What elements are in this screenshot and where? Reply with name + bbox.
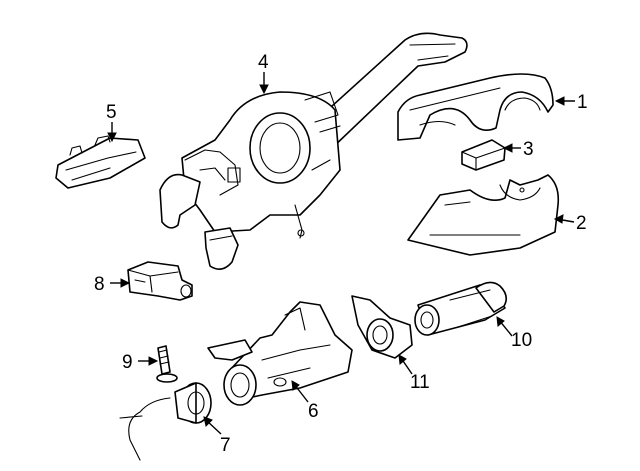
callout-1: 1 xyxy=(577,92,588,113)
part-9-bolt xyxy=(156,345,178,383)
callout-8: 8 xyxy=(94,274,105,295)
part-2-lower-shroud xyxy=(407,174,560,256)
leader-lines xyxy=(107,72,575,435)
part-1-upper-shroud xyxy=(397,73,554,141)
part-6-lock-housing xyxy=(207,301,353,406)
callout-6: 6 xyxy=(308,401,319,422)
callout-7: 7 xyxy=(220,435,231,456)
callout-5: 5 xyxy=(106,102,117,123)
callout-9: 9 xyxy=(122,352,133,373)
callout-10: 10 xyxy=(511,330,532,351)
part-3-clip xyxy=(461,139,506,171)
part-5-module xyxy=(55,135,146,189)
callout-11: 11 xyxy=(410,372,430,393)
callout-2: 2 xyxy=(576,213,587,234)
callout-labels: 1 2 3 4 5 6 7 8 9 10 11 xyxy=(94,52,588,456)
part-11-bezel xyxy=(351,295,413,359)
callout-4: 4 xyxy=(258,52,269,73)
part-10-lock-cylinder xyxy=(414,281,508,336)
part-7-ignition-switch xyxy=(119,382,212,461)
part-4-combination-switch xyxy=(159,32,468,270)
callout-3: 3 xyxy=(523,139,534,160)
part-8-sensor xyxy=(127,261,193,301)
